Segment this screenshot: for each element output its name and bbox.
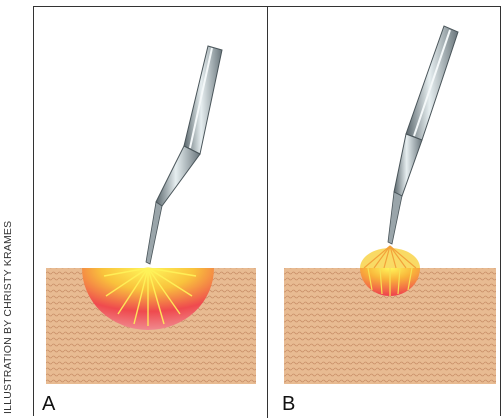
illustration-credit: ILLUSTRATION BY CHRISTY KRAMES xyxy=(2,221,14,414)
panel-b: B xyxy=(268,6,500,418)
panel-a: A xyxy=(34,6,267,418)
panel-b-label: B xyxy=(282,393,295,415)
panel-b-diagram: B xyxy=(268,6,500,418)
electrode-probe-b xyxy=(388,26,458,244)
panel-a-label: A xyxy=(42,393,56,415)
electrode-probe-a xyxy=(146,46,222,264)
energy-dome-b xyxy=(360,248,420,268)
panel-a-diagram: A xyxy=(34,6,267,418)
